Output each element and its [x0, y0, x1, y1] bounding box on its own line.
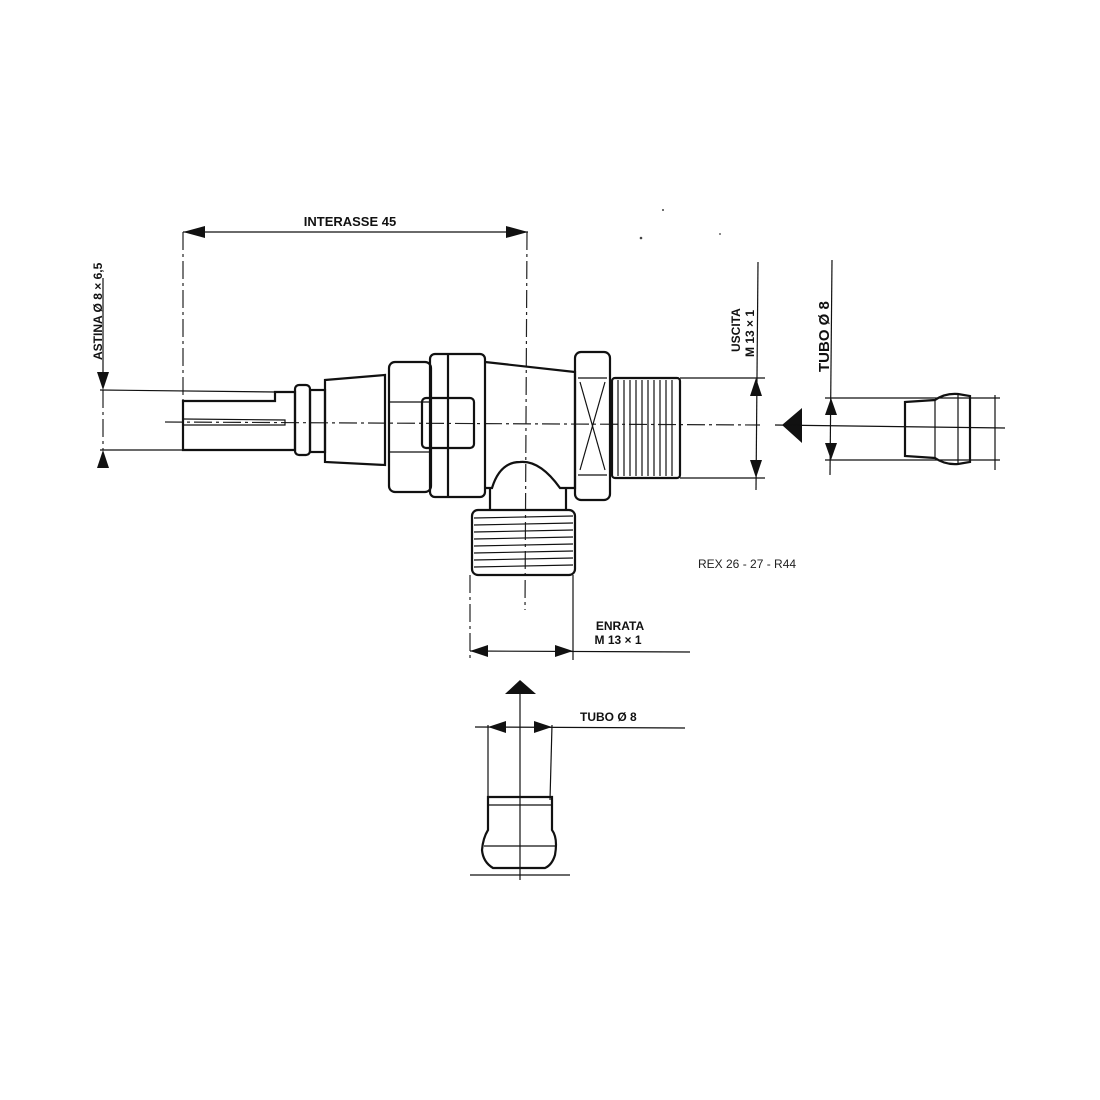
model-label: REX 26 - 27 - R44: [698, 557, 796, 571]
uscita-dimension: USCITA M 13 × 1: [680, 261, 765, 491]
astina-dimension: ASTINA Ø 8 × 6,5: [91, 262, 290, 468]
valve-body: [181, 350, 682, 577]
tubo-bottom-label: TUBO Ø 8: [580, 710, 637, 724]
outlet-thread: [617, 380, 673, 476]
inlet-thread: [473, 515, 574, 568]
tubo-bottom-dimension: TUBO Ø 8: [470, 710, 686, 876]
flow-arrow-up-icon: [505, 680, 536, 694]
interasse-label: INTERASSE 45: [304, 214, 396, 229]
tubo-right-dimension: TUBO Ø 8: [816, 259, 1000, 476]
enrata-thread: M 13 × 1: [594, 633, 641, 647]
interasse-dimension: INTERASSE 45: [182, 214, 528, 611]
enrata-label: ENRATA: [596, 619, 645, 633]
center-line: [164, 421, 761, 426]
uscita-label: USCITA: [729, 308, 743, 352]
enrata-dimension: ENRATA M 13 × 1: [469, 575, 691, 660]
uscita-thread: M 13 × 1: [743, 310, 757, 357]
astina-label: ASTINA Ø 8 × 6,5: [91, 262, 105, 360]
tubo-right-label: TUBO Ø 8: [816, 301, 833, 372]
